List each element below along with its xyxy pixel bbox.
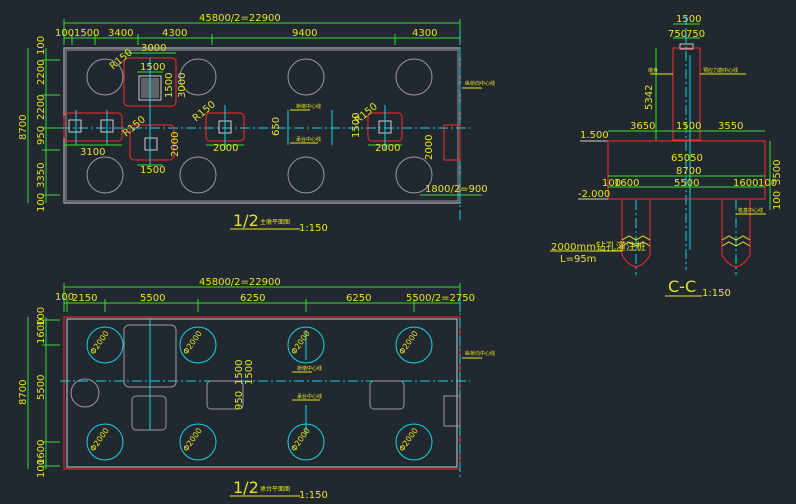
top-dim-1500-b: 1500 — [164, 73, 175, 98]
section-dims-row2-2: 1600 — [614, 178, 639, 189]
section-cc: 1500 750 750 5342 1.500 3650 1500 3550 6… — [550, 14, 783, 299]
top-overall-dim: 45800/2=22900 — [199, 13, 281, 24]
bottom-seg-dim-6: 5500/2=2750 — [406, 293, 475, 304]
section-dim-3500: 3500 — [772, 160, 783, 185]
top-dim-1500-a: 1500 — [140, 62, 165, 73]
bottom-note-a: 桥墩中心线 — [297, 365, 322, 372]
section-top-dim-3: 750 — [686, 29, 705, 40]
section-dims-row2-3: 5500 — [674, 178, 699, 189]
top-seg-dim-3: 3400 — [108, 28, 133, 39]
bottom-left-dim-5: 100 — [36, 459, 47, 478]
top-left-dim-2: 2200 — [36, 60, 47, 85]
bottom-left-dim-3: 5500 — [36, 375, 47, 400]
bottom-title-sub: 承台平面图 — [260, 485, 290, 493]
bottom-seg-dim-1: 100 — [55, 292, 74, 303]
top-note-b: 承台中心线 — [296, 136, 321, 143]
top-seg-dim-5: 9400 — [292, 28, 317, 39]
section-note-a: 墩身 — [648, 67, 658, 74]
bottom-note-b: 承台中心线 — [297, 393, 322, 400]
top-left-dim-4: 950 — [36, 126, 47, 145]
section-dims-row2-5: 100 — [758, 178, 777, 189]
top-seg-dim-4: 4300 — [162, 28, 187, 39]
section-dim-100: 100 — [772, 191, 783, 210]
section-dims-row2-1: 100 — [602, 178, 621, 189]
section-dim-row-2: 1500 — [676, 121, 701, 132]
top-seg-dim-1: 100 — [55, 28, 74, 39]
bottom-center-dim-3: 1500 — [244, 360, 255, 385]
bottom-left-dim-1: 100 — [36, 307, 47, 326]
bottom-left-dim-4: 1600 — [36, 440, 47, 465]
top-plan: 45800/2=22900 100 1500 3400 4300 9400 43… — [18, 13, 495, 234]
top-radius-3: R150 — [191, 99, 218, 124]
top-left-dim-5: 3350 — [36, 163, 47, 188]
top-left-total: 8700 — [18, 115, 29, 140]
bottom-seg-dim-2: 2150 — [72, 293, 97, 304]
bottom-title: 1/2 — [233, 478, 259, 497]
section-dim-row-1: 3650 — [630, 121, 655, 132]
section-top-dim-2: 750 — [668, 29, 687, 40]
section-scale: 1:150 — [702, 288, 731, 299]
top-title: 1/2 — [233, 211, 259, 230]
bottom-center-dim-2: 1500 — [234, 360, 245, 385]
top-dim-3000-v: 3000 — [177, 73, 188, 98]
bottom-left-dim-2: 1600 — [36, 319, 47, 344]
bottom-overall-dim: 45800/2=22900 — [199, 277, 281, 288]
top-radius-4: R150 — [353, 101, 380, 126]
section-title: C-C — [668, 277, 696, 296]
section-pile-note-1: 2000mm钻孔灌注桩 — [551, 240, 646, 253]
top-left-dim-6: 100 — [36, 193, 47, 212]
top-note-a: 桥墩中心线 — [296, 103, 321, 110]
bottom-note-c: 纵桥向中心线 — [465, 350, 495, 357]
section-elev-top: 1.500 — [580, 130, 609, 141]
top-dim-2000-b: 2000 — [213, 143, 238, 154]
section-elev-bottom: -2.000 — [578, 189, 610, 200]
section-dim-65050: 65050 — [671, 153, 703, 164]
section-note-b: 预应力筋中心线 — [703, 67, 738, 74]
section-pile-note-2: L=95m — [560, 254, 596, 265]
top-dim-2000-a: 2000 — [170, 132, 181, 157]
section-dim-5342: 5342 — [644, 85, 655, 110]
top-dim-650: 650 — [271, 117, 282, 136]
top-radius-2: R150 — [121, 114, 148, 139]
top-seg-dim-2: 1500 — [74, 28, 99, 39]
top-left-dim-1: 100 — [36, 36, 47, 55]
top-title-sub: 主墩平面图 — [260, 218, 290, 226]
bottom-scale: 1:150 — [299, 490, 328, 501]
top-dim-2000-d: 2000 — [424, 135, 435, 160]
top-bottom-right-dim: 1800/2=900 — [425, 184, 488, 195]
section-dim-row-3: 3550 — [718, 121, 743, 132]
section-dims-row2-4: 1600 — [733, 178, 758, 189]
bottom-seg-dim-4: 6250 — [240, 293, 265, 304]
top-dim-3000: 3000 — [141, 43, 166, 54]
bottom-center-dim-1: 950 — [234, 391, 245, 410]
section-note-c: 桩基中心线 — [738, 207, 763, 214]
top-left-dim-3: 2200 — [36, 95, 47, 120]
top-dim-1500-c: 1500 — [140, 165, 165, 176]
bottom-seg-dim-5: 6250 — [346, 293, 371, 304]
top-dim-1500-d: 1500 — [351, 113, 362, 138]
top-dim-3100: 3100 — [80, 147, 105, 158]
bottom-left-total: 8700 — [18, 380, 29, 405]
top-scale: 1:150 — [299, 223, 328, 234]
section-dim-8700: 8700 — [676, 166, 701, 177]
bottom-seg-dim-3: 5500 — [140, 293, 165, 304]
top-note-c: 纵桥向中心线 — [465, 80, 495, 87]
bottom-plan: 45800/2=22900 100 2150 5500 6250 6250 55… — [18, 277, 495, 501]
top-dim-2000-c: 2000 — [375, 143, 400, 154]
top-seg-dim-6: 4300 — [412, 28, 437, 39]
section-top-dim-1: 1500 — [676, 14, 701, 25]
